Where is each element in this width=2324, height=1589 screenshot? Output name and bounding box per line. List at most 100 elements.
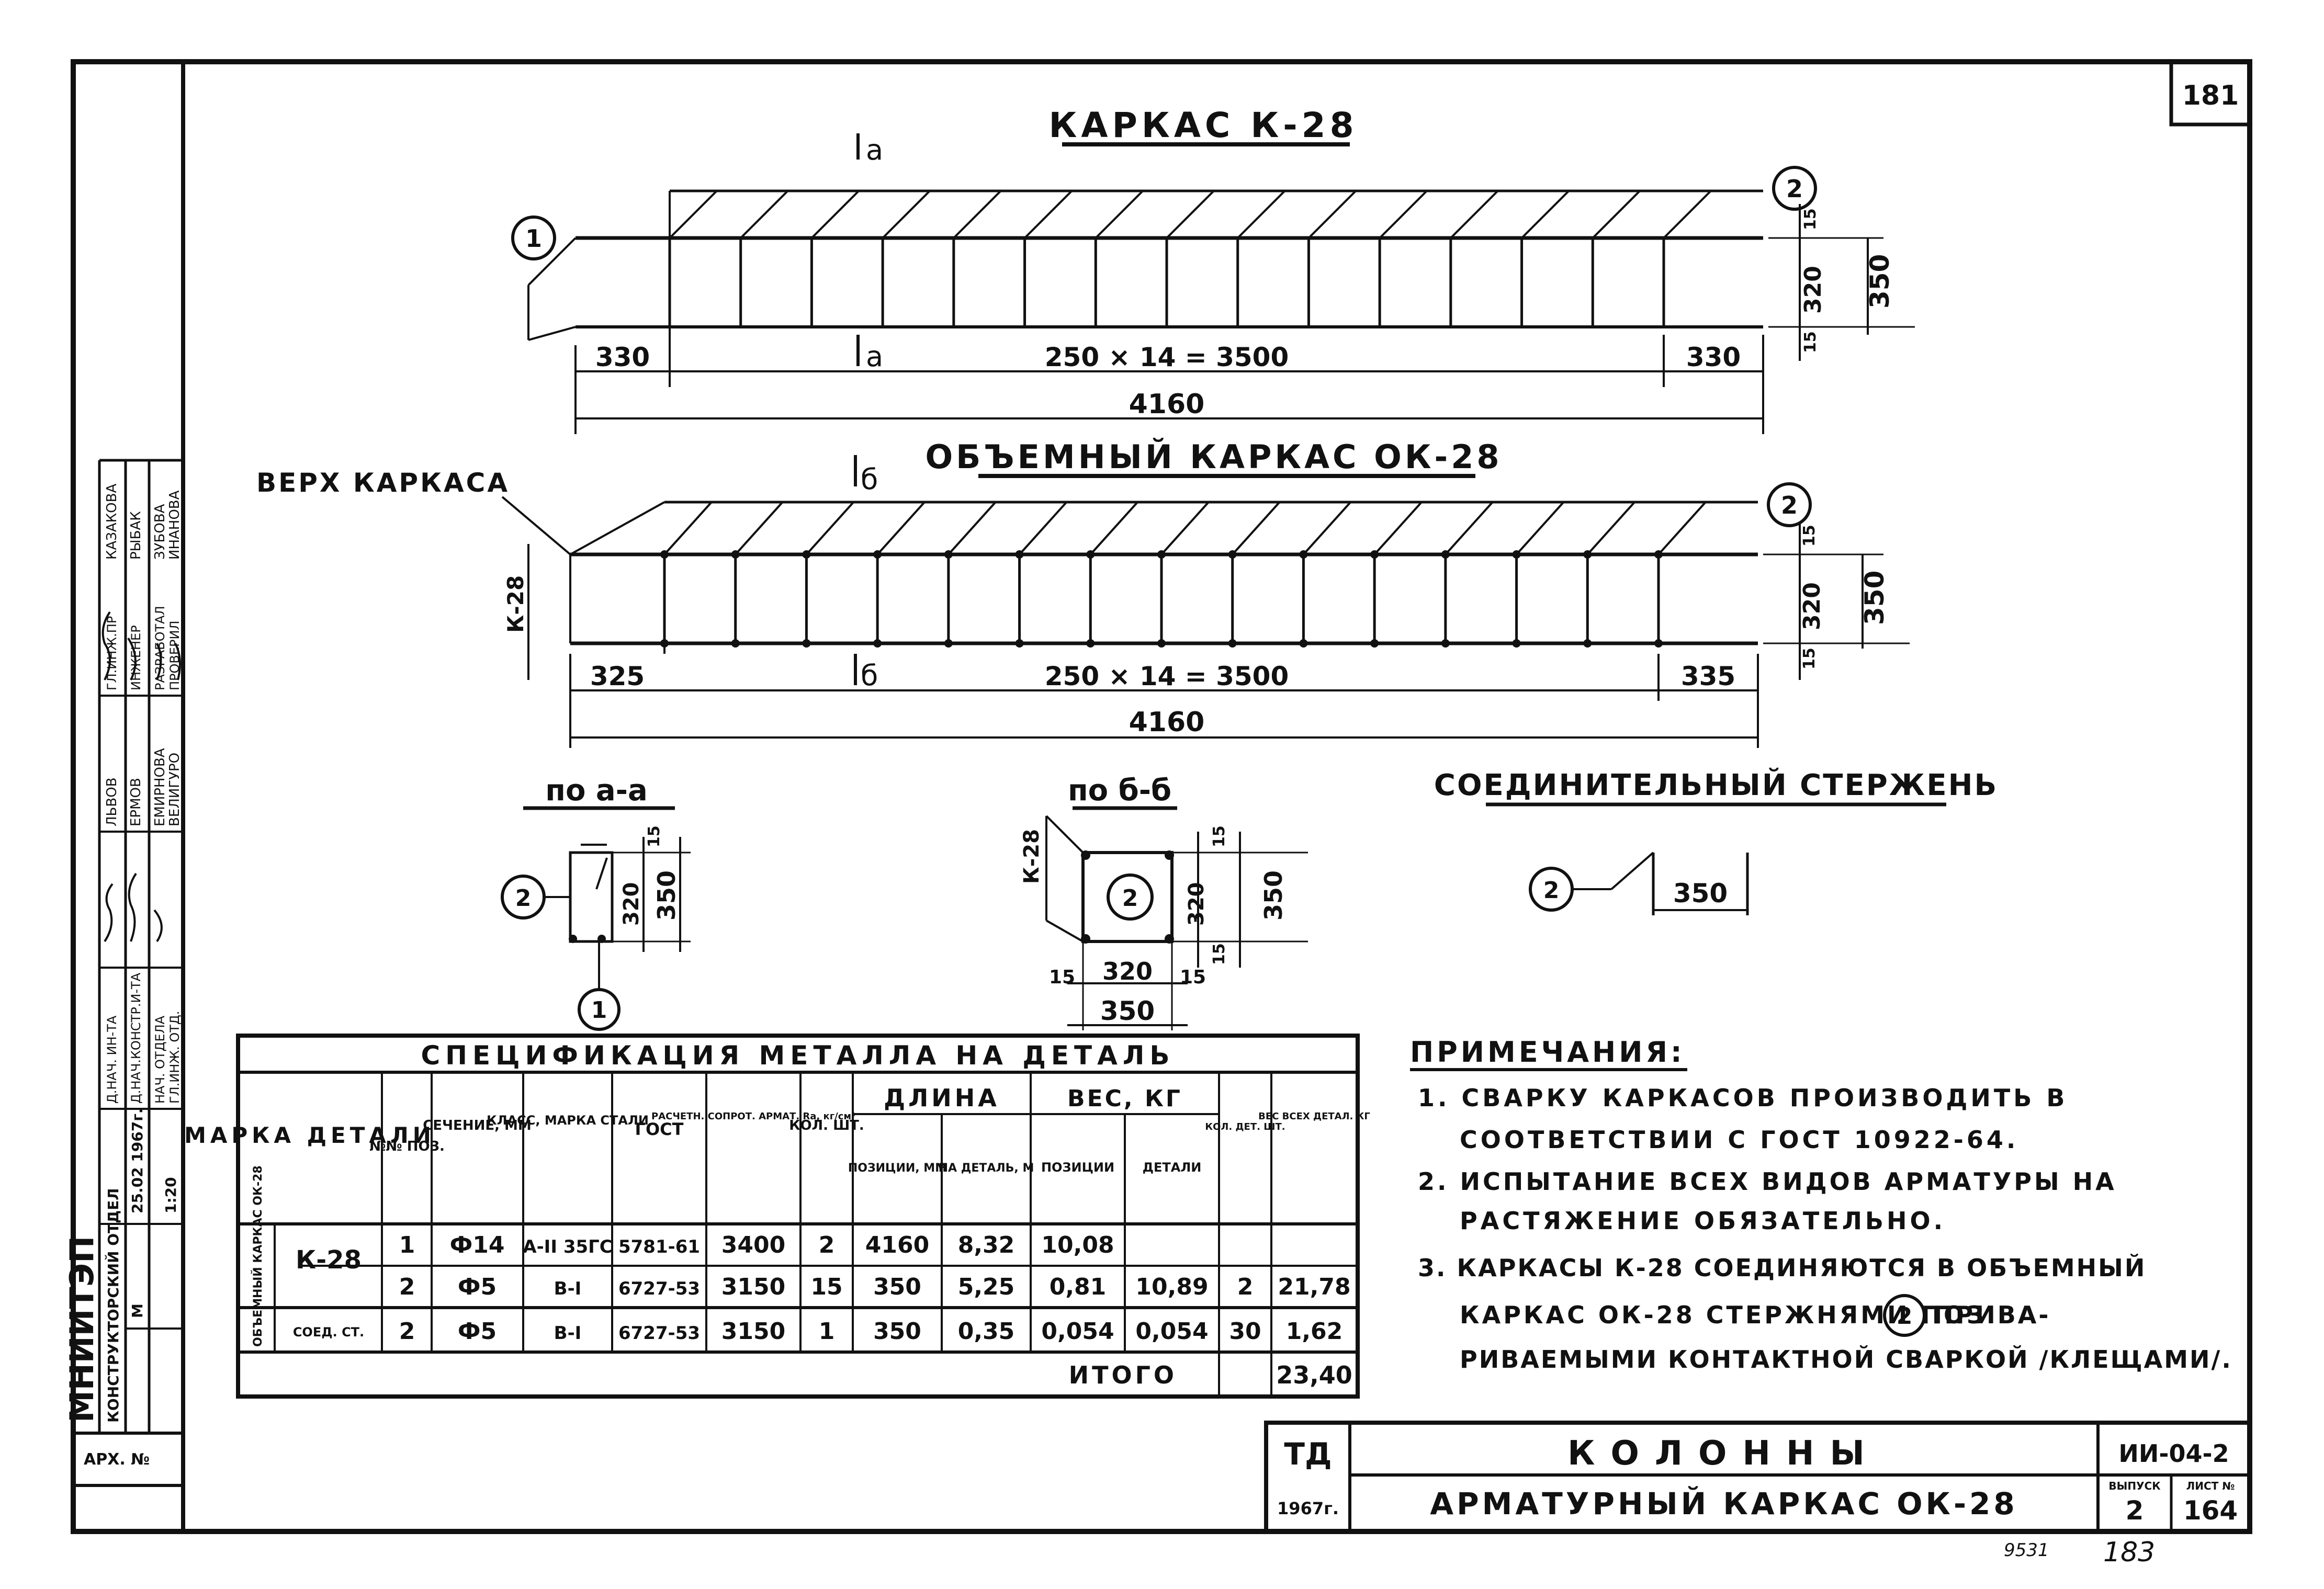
ok28-dim-middle: 320: [1799, 582, 1825, 630]
ok28-weld-top: [802, 550, 811, 559]
ok28-dim-bottom: 15: [1800, 648, 1819, 669]
section-aa-drawing: по а-а 2 1 15 320 350: [501, 774, 691, 1031]
spec-cell-total: 1,62: [1286, 1318, 1343, 1345]
footer-code: 9531: [2004, 1540, 2049, 1561]
k28-callout-2: 2: [1786, 175, 1803, 203]
k28-stirrup-top: [953, 190, 1002, 239]
k28-stirrup-top: [1663, 190, 1712, 239]
ok28-weld-top: [1228, 550, 1237, 559]
section-bb-w-total: 350: [1100, 996, 1155, 1026]
ok28-weld-top: [1583, 550, 1592, 559]
k28-dim-top: 15: [1801, 208, 1820, 230]
ok28-weld-bottom: [1086, 639, 1095, 648]
k28-dim-bottom: 15: [1801, 331, 1820, 353]
th-total: ВЕС ВСЕХ ДЕТАЛ. КГ: [1258, 1111, 1370, 1122]
spec-cell-len_pos: 4160: [865, 1232, 929, 1258]
ok28-stirrup-top: [805, 501, 854, 555]
ok28-dim-top: 15: [1800, 525, 1819, 547]
th-mark: МАРКА ДЕТАЛИ: [184, 1122, 435, 1148]
spec-cell-gost: 5781-61: [618, 1236, 700, 1257]
k28-stirrup-top: [1379, 190, 1428, 239]
spec-cell-det_qty: 30: [1229, 1318, 1261, 1345]
ok28-weld-top: [873, 550, 882, 559]
strip-role-5: ГЛ.ИНЖ.ПР: [105, 616, 119, 690]
strip-role-2: Д.НАЧ.КОНСТР.И-ТА: [129, 972, 143, 1104]
ok28-weld-bottom: [1228, 639, 1237, 648]
ok28-callout-2: 2: [1781, 491, 1798, 519]
org-name: МНИИТЭП: [63, 1236, 101, 1423]
connector-length: 350: [1673, 878, 1728, 909]
ok28-dim-right: 335: [1681, 661, 1735, 691]
ok28-dim-mid: 250 × 14 = 3500: [1045, 661, 1289, 691]
spec-cell-pos: 1: [399, 1232, 415, 1258]
k28-dim-height: 350: [1865, 254, 1895, 309]
note-line-3: 2. ИСПЫТАНИЕ ВСЕХ ВИДОВ АРМАТУРЫ НА: [1418, 1167, 2117, 1196]
ok28-stirrup-top: [1019, 501, 1068, 555]
spec-cell-len_pos: 350: [873, 1274, 921, 1300]
ok28-stirrup-top: [663, 501, 713, 555]
note-line-1: 1. СВАРКУ КАРКАСОВ ПРОИЗВОДИТЬ В: [1418, 1084, 2068, 1112]
spec-cell-class: А-II 35ГС: [523, 1236, 613, 1257]
ok28-weld-bottom: [1654, 639, 1663, 648]
note-line-7: ПРИВА-: [1933, 1301, 2050, 1329]
spec-cell-w_det: 10,89: [1135, 1274, 1208, 1300]
ok28-stirrup-top: [1302, 501, 1351, 555]
note-pos-ref: 2: [1897, 1303, 1913, 1330]
spec-cell-det_qty: 2: [1237, 1274, 1254, 1300]
note-line-6: КАРКАС ОК-28 СТЕРЖНЯМИ ПОЗ.: [1460, 1301, 1998, 1329]
section-bb-title: по б-б: [1068, 774, 1171, 808]
spec-cell-gost: 6727-53: [618, 1278, 700, 1299]
strip-name-6: РЫБАК: [128, 511, 144, 560]
k28-stirrup-top: [811, 190, 860, 239]
strip-name-4: ВЕЛИГУРО: [167, 753, 183, 826]
spec-cell-len_pos: 350: [873, 1318, 921, 1345]
k28-stirrup-top: [1592, 190, 1641, 239]
spec-cell-w_pos: 0,054: [1041, 1318, 1114, 1345]
ok28-stirrup-top: [735, 501, 784, 555]
strip-role-1: Д.НАЧ. ИН-ТА: [105, 1015, 119, 1104]
ok28-weld-top: [1441, 550, 1450, 559]
ok28-stirrup-top: [947, 501, 997, 555]
footer-page: 183: [2103, 1537, 2155, 1568]
k28-stirrup-top: [882, 190, 931, 239]
section-bb-w-left: 15: [1049, 967, 1075, 988]
strip-name-8: ИНАНОВА: [167, 490, 183, 560]
ok28-weld-bottom: [1370, 639, 1379, 648]
k28-dim-left: 330: [595, 342, 650, 372]
spec-cell-resist: 3150: [721, 1318, 785, 1345]
note-line-8: РИВАЕМЫМИ КОНТАКТНОЙ СВАРКОЙ /КЛЕЩАМИ/.: [1460, 1345, 2232, 1374]
spec-group-label: ОБЪЕМНЫЙ КАРКАС ОК-28: [251, 1165, 265, 1347]
spec-cell-qty: 15: [810, 1274, 842, 1300]
note-line-4: РАСТЯЖЕНИЕ ОБЯЗАТЕЛЬНО.: [1460, 1207, 1946, 1235]
frame-ok28-drawing: ОБЪЕМНЫЙ КАРКАС ОК-28 ВЕРХ КАРКАСА К-28 …: [256, 438, 1910, 748]
ok28-dim-left: 325: [590, 661, 645, 691]
spec-row1-mark: К-28: [296, 1245, 362, 1275]
ok28-weld-bottom: [1157, 639, 1166, 648]
k28-stirrup-top: [1521, 190, 1570, 239]
ok28-stirrup-top: [876, 501, 926, 555]
ok28-weld-top: [731, 550, 740, 559]
ok28-weld-top: [660, 550, 669, 559]
ok28-weld-top: [1654, 550, 1663, 559]
spec-cell-gost: 6727-53: [618, 1323, 700, 1344]
section-bb-drawing: по б-б К-28 2 15 320 350 15 15 320 15 35…: [1020, 774, 1308, 1030]
section-bb-dim-top: 15: [1210, 825, 1228, 847]
ok28-stirrup-top: [1445, 501, 1494, 555]
ok28-stirrup-top: [1232, 501, 1281, 555]
strip-role-7: РАЗРАБОТАЛ: [153, 606, 167, 690]
th-length: ДЛИНА: [884, 1084, 1000, 1112]
connector-title: СОЕДИНИТЕЛЬНЫЙ СТЕРЖЕНЬ: [1434, 768, 1998, 802]
k28-stirrup-top: [1024, 190, 1073, 239]
section-bb-dim-total: 350: [1259, 870, 1288, 921]
ok28-weld-top: [944, 550, 953, 559]
ok28-weld-bottom: [1583, 639, 1592, 648]
tb-code: ИИ-04-2: [2118, 1439, 2229, 1468]
strip-date: 25.02 1967г.: [129, 1108, 146, 1213]
spec-cell-len_det: 8,32: [958, 1232, 1015, 1258]
sheet-frame: [71, 59, 2252, 1534]
connector-callout: 2: [1543, 877, 1560, 904]
ok28-weld-bottom: [873, 639, 882, 648]
frame-ok28-title: ОБЪЕМНЫЙ КАРКАС ОК-28: [925, 438, 1502, 476]
spec-cell-class: В-I: [554, 1278, 582, 1299]
k28-dim-right: 330: [1686, 342, 1741, 372]
